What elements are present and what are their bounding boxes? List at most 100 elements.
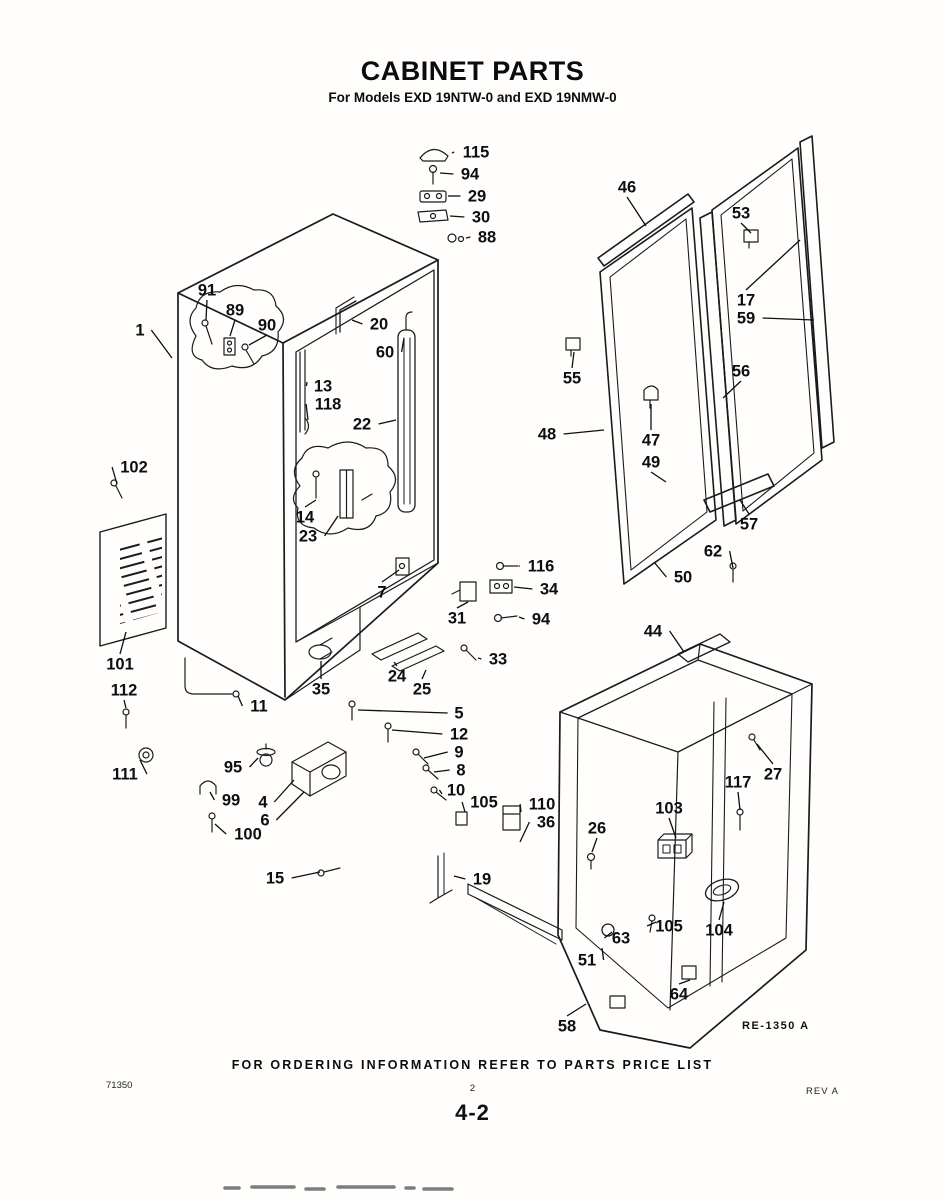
ordering-note: FOR ORDERING INFORMATION REFER TO PARTS … [231, 1058, 714, 1072]
front-trim-parts [299, 349, 310, 435]
base-grille [99, 479, 167, 647]
leader-line-89 [229, 319, 236, 337]
leader-line-4 [273, 779, 295, 803]
revision-label: REV A [806, 1086, 839, 1097]
leader-line-94 [439, 172, 454, 175]
part-label-6: 6 [260, 812, 269, 830]
part-label-14: 14 [296, 509, 315, 527]
sheet-number: 2 [469, 1083, 476, 1094]
part-label-33: 33 [489, 651, 507, 669]
part-label-51: 51 [578, 952, 596, 970]
leader-line-10 [438, 789, 443, 795]
leader-line-90 [248, 334, 268, 346]
leader-line-59 [762, 317, 815, 321]
leader-line-110 [519, 803, 522, 813]
part-label-99: 99 [222, 792, 240, 810]
leader-line-99 [209, 791, 215, 801]
part-label-8: 8 [456, 762, 465, 780]
leader-line-55 [571, 351, 575, 369]
cabinet-bottom-parts [308, 557, 519, 672]
page-header: CABINET PARTS For Models EXD 19NTW-0 and… [0, 56, 945, 105]
part-label-103: 103 [655, 800, 683, 818]
leader-lines [111, 151, 815, 1017]
leader-line-118 [305, 403, 309, 421]
leader-line-31 [456, 601, 469, 609]
leader-line-33 [477, 657, 482, 660]
leader-line-49 [650, 471, 667, 483]
part-label-10: 10 [447, 782, 465, 800]
part-label-49: 49 [642, 454, 660, 472]
leader-line-24 [393, 661, 398, 667]
scan-artifact-marks [223, 1185, 454, 1191]
part-label-48: 48 [538, 426, 556, 444]
part-label-55: 55 [563, 370, 581, 388]
part-label-30: 30 [472, 209, 490, 227]
part-label-59: 59 [737, 310, 755, 328]
part-label-110: 110 [529, 796, 556, 814]
leader-line-9 [423, 751, 448, 759]
part-label-22: 22 [353, 416, 371, 434]
liner-breakout-detail [292, 441, 397, 535]
part-label-44: 44 [644, 623, 663, 641]
part-label-7: 7 [377, 584, 386, 602]
leader-line-63 [603, 931, 613, 939]
part-label-24: 24 [388, 668, 407, 686]
leader-line-91 [205, 299, 208, 321]
part-label-117: 117 [725, 774, 752, 792]
leader-line-23 [324, 515, 339, 537]
page-label: 4-2 [455, 1100, 490, 1125]
part-label-88: 88 [478, 229, 496, 247]
part-label-115: 115 [463, 144, 490, 162]
part-label-50: 50 [674, 569, 692, 587]
leader-line-19 [453, 875, 466, 880]
leader-line-14 [304, 499, 317, 508]
cabinet-shell [177, 213, 439, 701]
leader-line-46 [626, 196, 647, 227]
leader-line-94 [518, 616, 525, 620]
leader-line-103 [668, 817, 677, 839]
part-label-62: 62 [704, 543, 722, 561]
doc-number: 71350 [106, 1080, 133, 1091]
leader-line-102 [111, 466, 118, 485]
part-label-15: 15 [266, 870, 284, 888]
drawing-reference: RE-1350 A [742, 1020, 810, 1032]
part-label-63: 63 [612, 930, 630, 948]
page-title: CABINET PARTS [360, 56, 585, 86]
part-label-105: 105 [655, 918, 683, 936]
part-label-58: 58 [558, 1018, 576, 1036]
leader-line-36 [519, 821, 530, 843]
part-label-5: 5 [454, 705, 463, 723]
part-label-102: 102 [120, 459, 148, 477]
leader-line-105 [646, 921, 657, 927]
leader-line-62 [728, 550, 734, 569]
part-label-100: 100 [234, 826, 262, 844]
leader-line-111 [139, 759, 148, 775]
part-label-47: 47 [642, 432, 660, 450]
part-label-35: 35 [312, 681, 330, 699]
leader-line-60 [400, 337, 405, 353]
leader-line-26 [591, 837, 598, 853]
part-label-91: 91 [198, 282, 216, 300]
leader-line-101 [119, 631, 127, 655]
left-lower-parts [122, 657, 276, 833]
leader-line-95 [249, 757, 259, 768]
part-label-105: 105 [470, 794, 498, 812]
part-label-1: 1 [135, 322, 144, 340]
part-label-26: 26 [588, 820, 606, 838]
part-label-34: 34 [540, 581, 559, 599]
part-label-29: 29 [468, 188, 486, 206]
part-label-53: 53 [732, 205, 750, 223]
part-label-94: 94 [461, 166, 480, 184]
part-label-60: 60 [376, 344, 394, 362]
part-label-89: 89 [226, 302, 244, 320]
part-label-4: 4 [258, 794, 268, 812]
part-label-95: 95 [224, 759, 242, 777]
leader-line-15 [291, 871, 321, 879]
part-label-23: 23 [299, 528, 317, 546]
leader-line-22 [378, 419, 397, 425]
part-label-17: 17 [737, 292, 755, 310]
leader-line-58 [566, 1003, 587, 1017]
leader-line-8 [433, 769, 450, 773]
